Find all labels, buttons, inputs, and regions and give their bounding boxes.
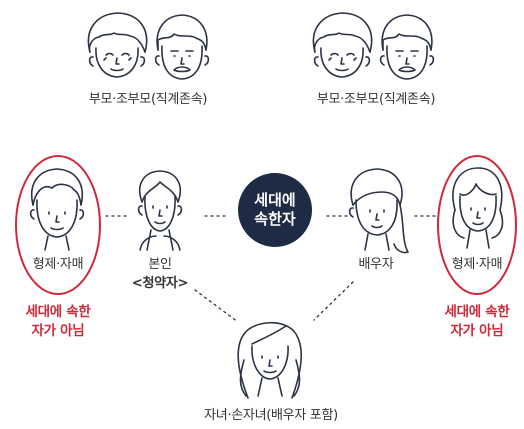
- note-left-line-2: 자가 아님: [31, 323, 85, 339]
- spouse-label: 배우자: [358, 257, 394, 272]
- connector-spouse-children: [313, 281, 354, 321]
- grandmother-icon: [87, 12, 148, 78]
- non-member-note-left: 세대에 속한 자가 아님: [26, 303, 91, 341]
- note-right-line-2: 자가 아님: [450, 323, 504, 339]
- sibling-female-icon: [452, 167, 504, 249]
- sibling-left-label: 형제·자매: [32, 257, 84, 272]
- badge-line-2: 속한자: [254, 210, 296, 228]
- sibling-right-label: 형제·자매: [451, 257, 503, 272]
- grandmother-icon: [312, 12, 373, 78]
- applicant-label: <청약자>: [131, 276, 189, 291]
- spouse-icon: [348, 168, 409, 254]
- child-icon: [237, 322, 302, 399]
- badge-line-1: 세대에: [254, 191, 296, 209]
- non-member-ring-right: [437, 155, 517, 295]
- parents-left-label: 부모·조부모(직계존속): [88, 92, 208, 107]
- children-label: 자녀·손자녀(배우자 포함): [204, 408, 338, 423]
- grandfather-icon: [154, 14, 210, 80]
- non-member-note-right: 세대에 속한 자가 아님: [445, 303, 510, 341]
- connectors: [105, 215, 438, 323]
- non-member-ring-left: [15, 155, 101, 295]
- connector-self-children: [194, 289, 239, 323]
- grandfather-icon: [379, 14, 435, 80]
- parents-right-label: 부모·조부모(직계존속): [316, 92, 436, 107]
- note-left-line-1: 세대에 속한: [25, 304, 91, 320]
- self-label: 본인: [148, 257, 172, 272]
- household-member-badge: 세대에 속한자: [238, 173, 312, 247]
- sibling-male-icon: [29, 168, 85, 251]
- self-icon: [137, 170, 183, 251]
- note-right-line-1: 세대에 속한: [444, 304, 510, 320]
